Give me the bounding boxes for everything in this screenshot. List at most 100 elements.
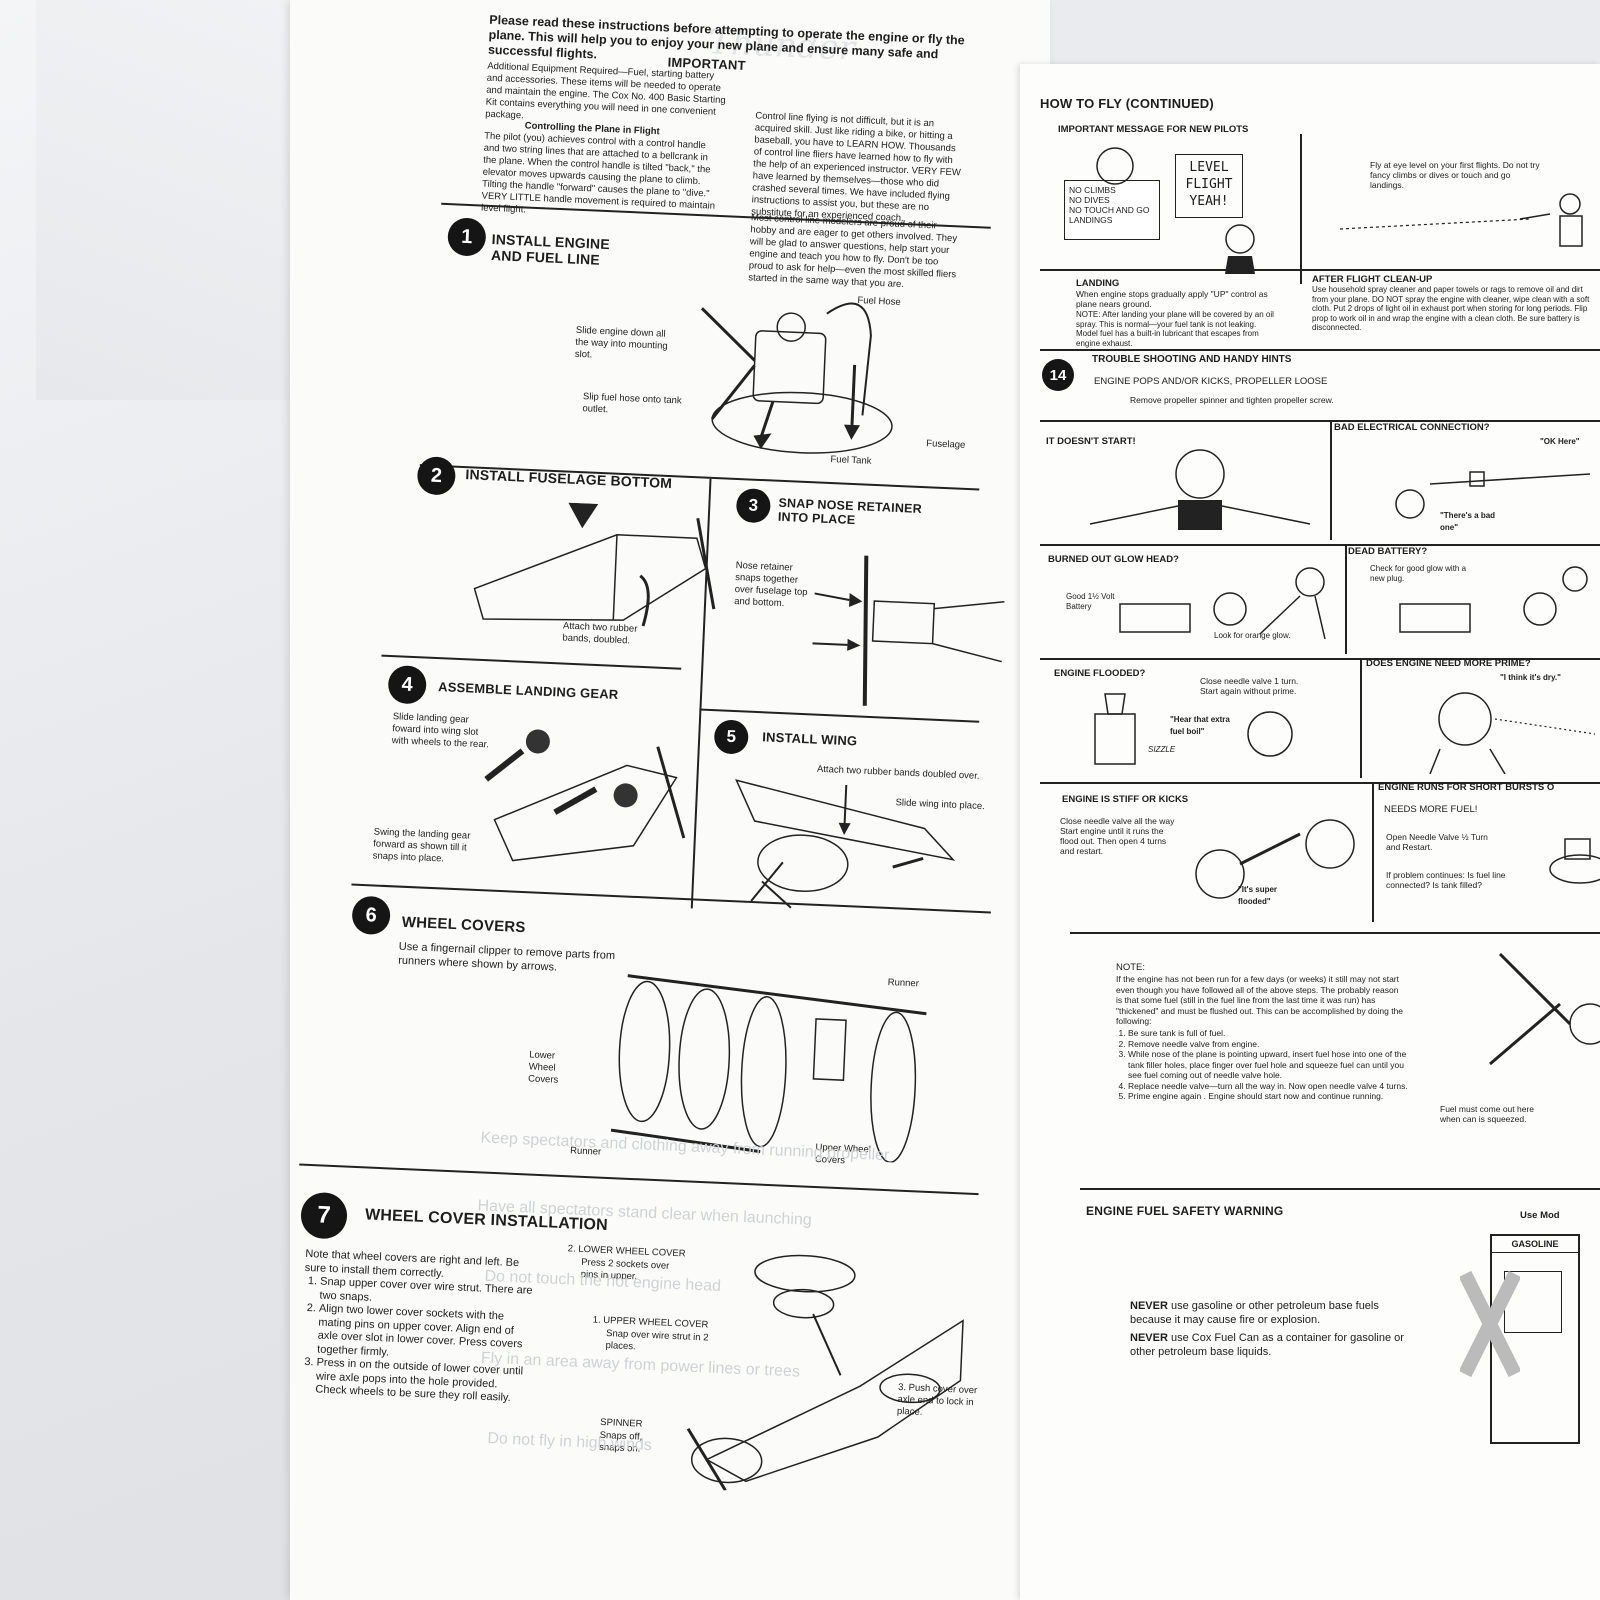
pops-title: ENGINE POPS AND/OR KICKS, PROPELLER LOOS… [1094,376,1328,387]
step1-label-fuselage: Fuselage [926,438,966,451]
sign-item: NO DIVES [1069,195,1110,205]
never-word: NEVER [1130,1300,1168,1312]
divider [1040,269,1600,271]
step-title-6: WHEEL COVERS [401,913,526,937]
fuel-come-out-label: Fuel must come out here when can is sque… [1440,1104,1535,1124]
step-number-2: 2 [416,456,457,496]
divider [1040,544,1600,546]
cleanup-text: Use household spray cleaner and paper to… [1312,285,1590,332]
wheel-cover-installation-illustration [686,1254,964,1492]
dead-battery-cartoon [1399,566,1588,633]
sign-item: NO TOUCH AND GO LANDINGS [1069,205,1150,225]
leaflet-right-page: HOW TO FLY (CONTINUED) IMPORTANT MESSAGE… [1020,64,1600,1600]
burned-glow-title: BURNED OUT GLOW HEAD? [1048,554,1179,565]
short-bursts-title: ENGINE RUNS FOR SHORT BURSTS O [1378,782,1555,793]
bad-one-quote: "There's a bad one" [1440,511,1496,532]
note-step: Be sure tank is full of fuel. [1128,1028,1412,1039]
stiff-items: Close needle valve all the way Start eng… [1060,816,1180,856]
pops-text: Remove propeller spinner and tighten pro… [1130,395,1334,405]
fuselage-illustration [473,502,716,627]
step1-label-slide: Slide engine down all the way into mount… [574,324,668,361]
wheel-covers-illustration [610,974,927,1164]
divider [1040,658,1600,660]
eye-level-illustration [1339,193,1583,247]
step4-label-swing: Swing the landing gear forward as shown … [372,826,471,865]
step-title-5: INSTALL WING [761,729,858,749]
step-title-3: SNAP NOSE RETAINER INTO PLACE [777,495,923,528]
divider [1372,782,1374,922]
note-title: NOTE: [1116,962,1146,973]
note-step: Replace needle valve—turn all the way in… [1128,1081,1412,1092]
more-fuel-label: NEEDS MORE FUEL! [1384,804,1478,815]
never-text: use Cox Fuel Can as a container for gaso… [1130,1332,1404,1358]
never-word: NEVER [1130,1332,1168,1344]
engine-stiff-title: ENGINE IS STIFF OR KICKS [1062,794,1189,805]
open-needle-text: Open Needle Valve ½ Turn and Restart. [1386,832,1488,852]
cleanup-title: AFTER FLIGHT CLEAN-UP [1312,274,1433,285]
divider [1360,658,1362,778]
landing-title: LANDING [1076,278,1120,289]
step-number-6: 6 [351,895,391,936]
landing-note: NOTE: After landing your plane will be c… [1076,310,1274,348]
divider [1040,420,1600,422]
step3-label-nose: Nose retainer snaps together over fusela… [733,559,808,610]
divider [1330,420,1332,540]
divider [1345,544,1347,654]
step-number-1: 1 [447,217,487,257]
divider [381,654,682,670]
leaflet-left-content: Thunder IMPORTANT Please read these inst… [290,0,1049,1600]
dead-battery-text: Check for good glow with a new plug. [1370,564,1467,583]
never-warning-2: NEVER use Cox Fuel Can as a container fo… [1130,1332,1410,1359]
prohibited-x-icon [1460,1270,1520,1378]
engine-illustration [700,302,893,454]
orange-glow-label: Look for orange glow. [1214,631,1291,640]
fuel-boil-quote: "Hear that extra fuel boil" [1170,715,1230,736]
divider [1040,782,1600,784]
ok-here-quote: "OK Here" [1540,437,1580,446]
flooded-item: Close needle valve 1 turn. [1200,676,1299,686]
burned-glow-cartoon [1119,567,1326,640]
note-step: While nose of the plane is pointing upwa… [1128,1049,1412,1081]
more-prime-title: DOES ENGINE NEED MORE PRIME? [1366,658,1531,669]
nose-retainer-illustration [812,555,1005,706]
doesnt-start-cartoon [1089,449,1311,530]
if-problem-text: If problem continues: Is fuel line conne… [1386,870,1506,890]
sizzle-label: SIZZLE [1148,745,1176,754]
pilots-cartoon [1096,147,1255,274]
stiff-item: Close needle valve all the way [1060,816,1175,826]
sign-item: NO CLIMBS [1069,185,1116,195]
flooded-items: Close needle valve 1 turn. Start again w… [1200,676,1298,696]
no-climbs-sign: NO CLIMBS NO DIVES NO TOUCH AND GO LANDI… [1064,180,1160,240]
stiff-cartoon [1195,819,1355,899]
step-number-3: 3 [735,487,772,524]
step-title-2: INSTALL FUSELAGE BOTTOM [465,466,673,492]
control-line-text: Control line flying is not difficult, bu… [750,110,962,224]
divider [1300,134,1302,284]
landing-text: When engine stops gradually apply "UP" c… [1076,289,1268,309]
dry-quote: "I think it's dry." [1500,673,1561,682]
divider [1040,349,1600,351]
how-to-fly-title: HOW TO FLY (CONTINUED) [1040,96,1214,111]
step-number-14: 14 [1042,359,1074,391]
bad-connection-cartoon [1395,471,1591,519]
trouble-title: TROUBLE SHOOTING AND HANDY HINTS [1092,354,1292,365]
divider [1070,932,1600,934]
super-flooded-quote: "It's super flooded" [1238,885,1278,906]
doesnt-start-title: IT DOESN'T START! [1046,436,1136,447]
step-number-4: 4 [387,664,428,705]
step-number-7: 7 [300,1191,348,1240]
level-flight-sign: LEVEL FLIGHT YEAH! [1175,154,1243,218]
never-warning-1: NEVER use gasoline or other petroleum ba… [1130,1300,1410,1327]
step-number-5: 5 [713,719,750,755]
leaflet-left-page: Thunder IMPORTANT Please read these inst… [290,0,1050,1600]
fuel-flush-illustration [1489,952,1600,1066]
good-battery-label: Good 1½ Volt Battery [1066,592,1115,611]
step6-label-lower: Lower Wheel Covers [527,1049,559,1086]
note-text: If the engine has not been run for a few… [1116,974,1404,1026]
use-mod-label: Use Mod [1520,1210,1560,1221]
wing-illustration [735,779,956,909]
bad-electrical-title: BAD ELECTRICAL CONNECTION? [1334,422,1490,433]
flooded-item: Start again without prime. [1200,686,1297,696]
step6-instruction: Use a fingernail clipper to remove parts… [397,940,616,974]
note-steps: Be sure tank is full of fuel. Remove nee… [1112,1028,1412,1102]
